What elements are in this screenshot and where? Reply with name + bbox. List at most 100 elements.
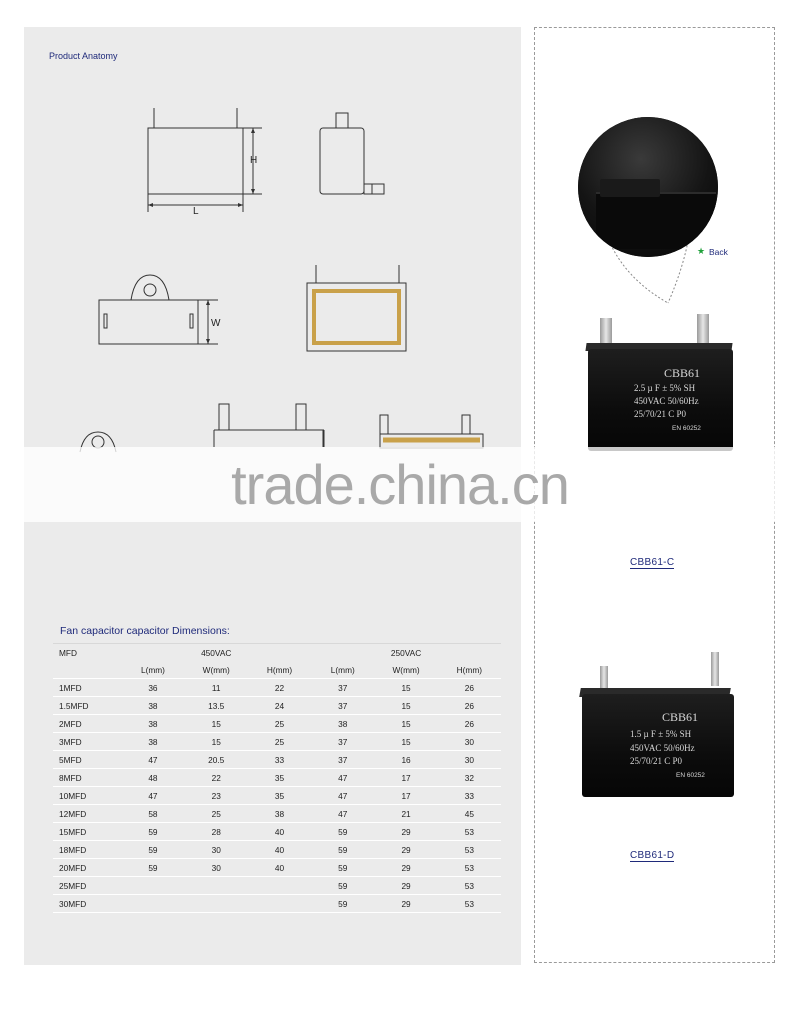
dimension-cell: 29: [374, 894, 438, 913]
dimension-cell: 59: [311, 840, 375, 859]
dimension-cell: 32: [437, 768, 501, 787]
col-header: L(mm): [311, 662, 375, 679]
row-mfd-cell: 3MFD: [53, 732, 122, 751]
dimension-cell: 37: [311, 696, 375, 715]
dimension-cell: 26: [437, 678, 501, 697]
dimension-cell: 53: [437, 822, 501, 841]
front-view-drawing: [147, 108, 262, 212]
dimension-cell: 35: [247, 786, 312, 805]
dimension-cell: 29: [374, 840, 438, 859]
dimensions-title: Fan capacitor capacitor Dimensions:: [60, 625, 230, 637]
dimension-cell: 45: [437, 804, 501, 823]
dimension-cell: 38: [247, 804, 312, 823]
row-mfd-cell: 30MFD: [53, 894, 122, 913]
back-label: Back: [709, 247, 728, 257]
dimension-cell: 30: [184, 858, 248, 877]
row-mfd-cell: 5MFD: [53, 750, 122, 769]
dimension-cell: 16: [374, 750, 438, 769]
dimension-cell: 25: [184, 804, 248, 823]
dimension-cell: 58: [121, 804, 185, 823]
model-label-cbb61-d: CBB61-D: [630, 850, 675, 862]
dimension-cell: 38: [121, 732, 185, 751]
dimension-cell: 53: [437, 876, 501, 895]
dimension-cell: 48: [121, 768, 185, 787]
dimension-cell: 53: [437, 858, 501, 877]
dimension-cell: 38: [311, 714, 375, 733]
lower-views-drawing: [79, 403, 484, 453]
dim-h-label: H: [250, 155, 258, 166]
dimension-cell: 37: [311, 732, 375, 751]
dimension-cell: 29: [374, 876, 438, 895]
dimension-cell: [121, 894, 185, 913]
col-header: W(mm): [184, 662, 248, 679]
dimension-cell: 47: [311, 768, 375, 787]
row-mfd-cell: 20MFD: [53, 858, 122, 877]
dimension-cell: 15: [374, 678, 438, 697]
dimension-cell: 30: [184, 840, 248, 859]
dimensions-table: MFD 450VAC 250VAC L(mm) W(mm) H(mm) L(mm…: [53, 643, 501, 913]
dimension-cell: 38: [121, 696, 185, 715]
watermark-text: trade.china.cn: [231, 453, 570, 516]
table-top-rule: [53, 643, 501, 644]
dimension-cell: 26: [437, 696, 501, 715]
dimension-cell: 15: [374, 714, 438, 733]
dimension-cell: 25: [247, 714, 312, 733]
row-mfd-cell: 15MFD: [53, 822, 122, 841]
dimension-cell: 17: [374, 786, 438, 805]
dimension-cell: 59: [121, 858, 185, 877]
bottom-view-drawing: [98, 274, 218, 345]
dimension-cell: 40: [247, 858, 312, 877]
dimension-cell: 25: [247, 732, 312, 751]
back-closeup-image: [578, 117, 718, 257]
side-view-drawing: [319, 112, 385, 195]
dimension-cell: 59: [311, 858, 375, 877]
row-mfd-cell: 8MFD: [53, 768, 122, 787]
row-mfd-cell: 2MFD: [53, 714, 122, 733]
dimension-cell: 35: [247, 768, 312, 787]
dimension-cell: 29: [374, 822, 438, 841]
row-mfd-cell: 1.5MFD: [53, 696, 122, 715]
dimension-cell: 15: [184, 714, 248, 733]
watermark-band: [0, 447, 800, 522]
dimension-cell: [247, 876, 312, 895]
dimension-cell: 21: [374, 804, 438, 823]
dimension-cell: 22: [247, 678, 312, 697]
star-icon: ★: [697, 246, 706, 256]
dimension-cell: 29: [374, 858, 438, 877]
dimension-cell: 36: [121, 678, 185, 697]
dimension-cell: 28: [184, 822, 248, 841]
group-450vac-header: 450VAC: [201, 647, 232, 658]
col-header: H(mm): [247, 662, 312, 679]
table-group-header-row: MFD 450VAC 250VAC: [53, 643, 501, 662]
dimension-cell: 30: [437, 732, 501, 751]
dim-l-label: L: [193, 206, 199, 217]
col-header: W(mm): [374, 662, 438, 679]
dimension-cell: 33: [247, 750, 312, 769]
dim-w-label: W: [211, 318, 221, 329]
dimension-cell: 26: [437, 714, 501, 733]
col-header: H(mm): [437, 662, 501, 679]
dimension-cell: 53: [437, 894, 501, 913]
dimension-cell: 30: [437, 750, 501, 769]
dimension-cell: 22: [184, 768, 248, 787]
dimension-cell: 59: [121, 822, 185, 841]
dimension-cell: 53: [437, 840, 501, 859]
dimension-cell: 17: [374, 768, 438, 787]
row-mfd-cell: 12MFD: [53, 804, 122, 823]
dimension-cell: 40: [247, 822, 312, 841]
mfd-header: MFD: [59, 647, 77, 658]
dimension-cell: 24: [247, 696, 312, 715]
product-anatomy-title: Product Anatomy: [49, 51, 118, 61]
dimension-cell: 23: [184, 786, 248, 805]
dimension-cell: 13.5: [184, 696, 248, 715]
row-mfd-cell: 1MFD: [53, 678, 122, 697]
